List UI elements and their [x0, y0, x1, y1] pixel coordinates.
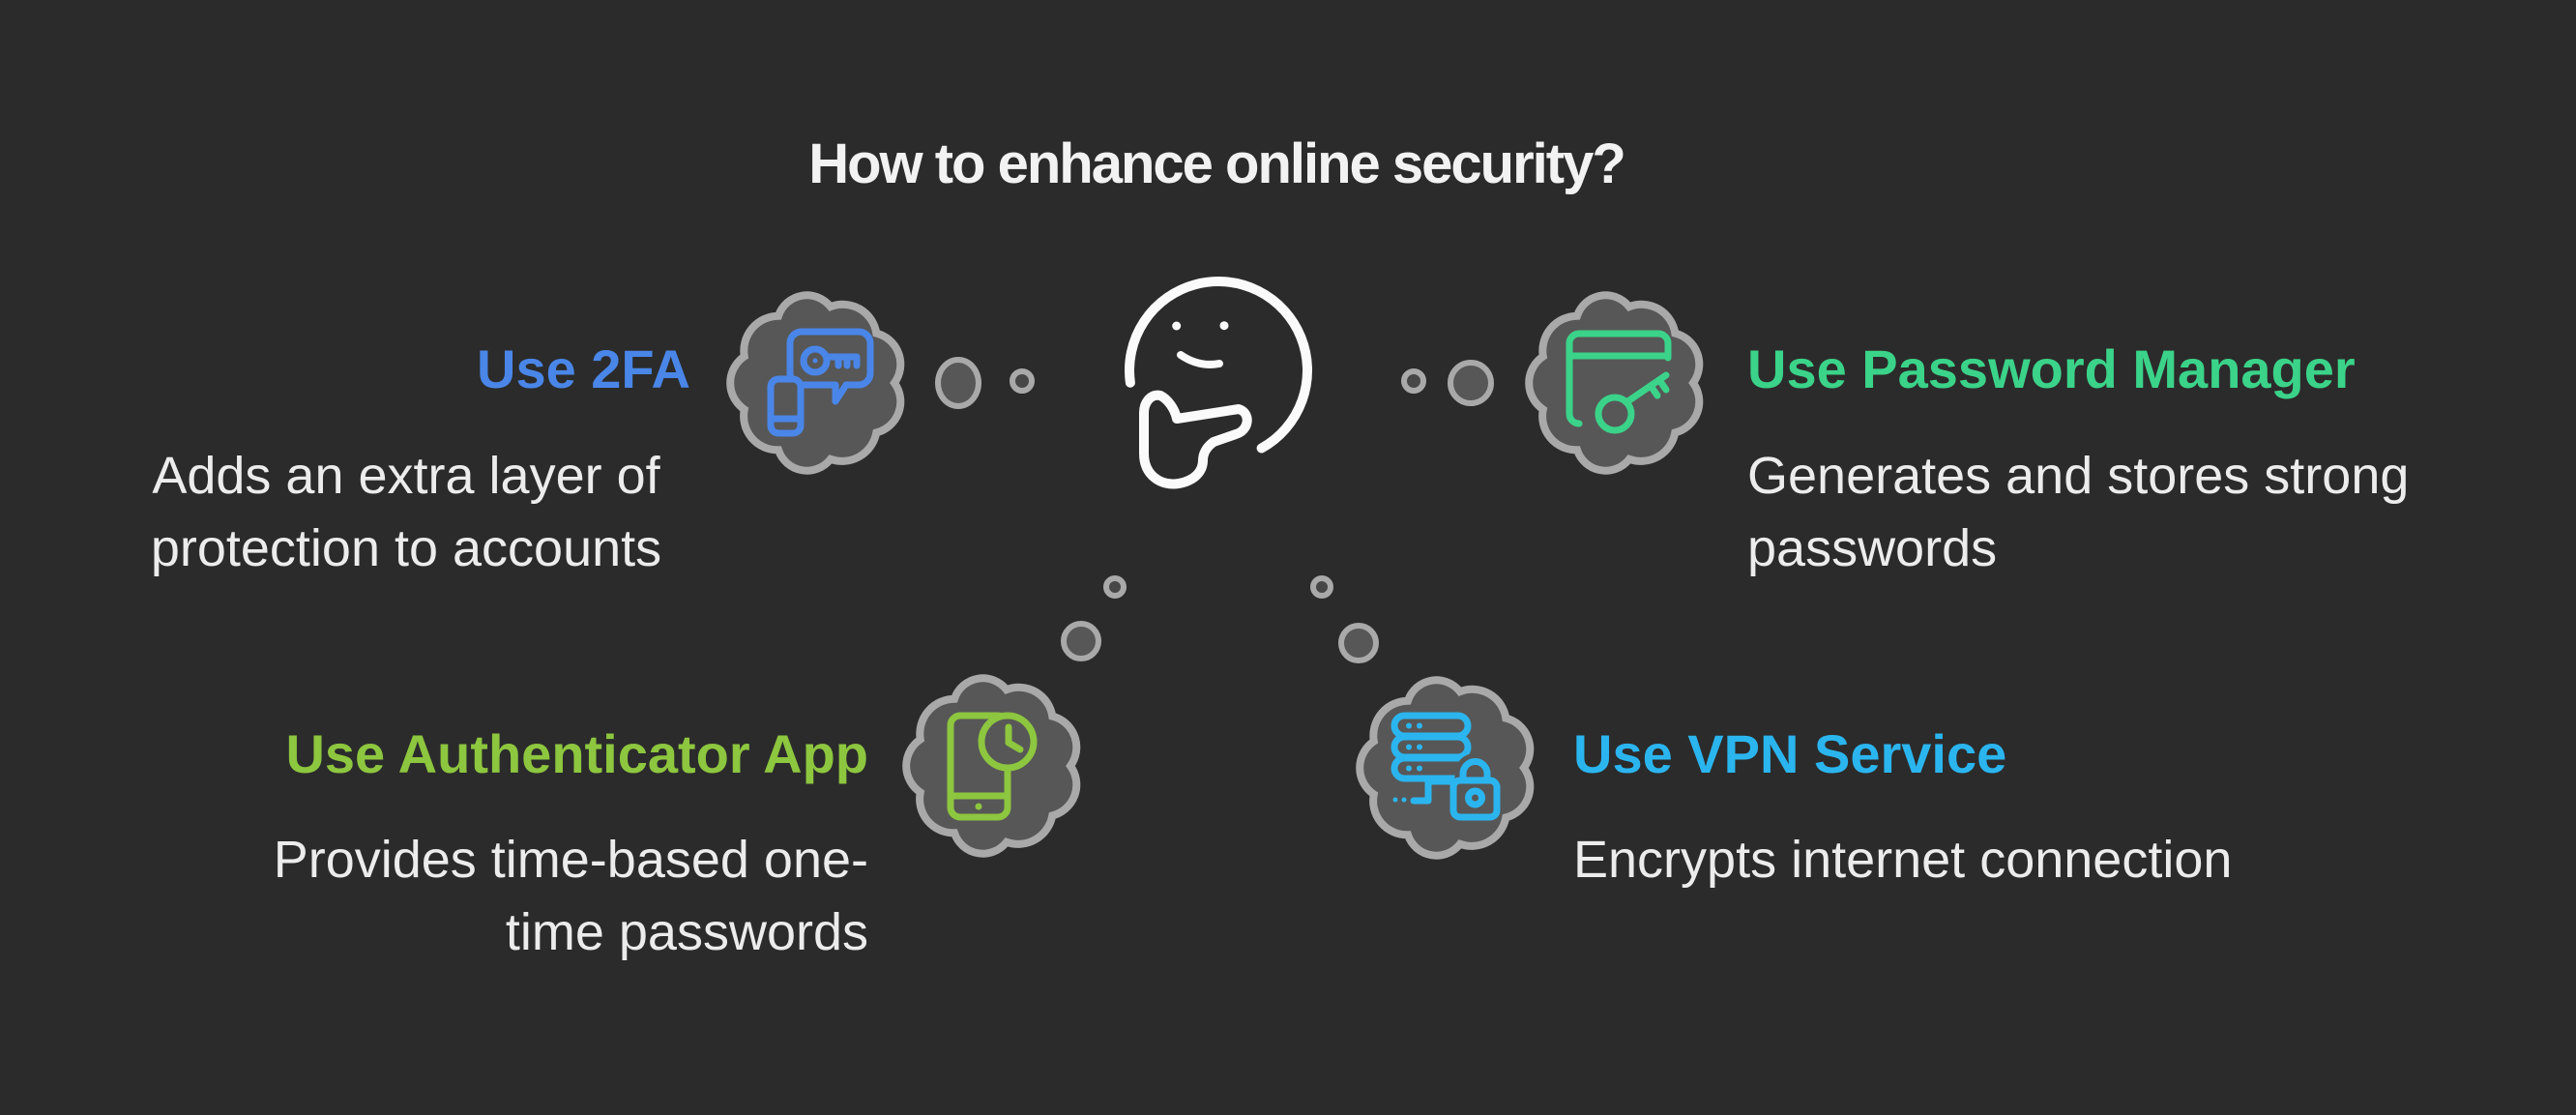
phone-message-key-icon — [767, 328, 874, 437]
item-description-password-manager: Generates and stores strong passwords — [1747, 447, 2410, 577]
thought-bubble — [1310, 575, 1333, 599]
phone-clock-icon — [947, 712, 1038, 821]
face-hand — [1139, 390, 1252, 489]
phone-home-dot — [975, 803, 982, 810]
item-description-authenticator-app: Provides time-based one- time passwords — [273, 831, 868, 961]
key-shaft — [1623, 371, 1670, 406]
thought-bubble — [1448, 360, 1494, 406]
item-label-2fa: Use 2FA — [477, 338, 690, 399]
thinking-face-icon — [1125, 277, 1312, 489]
thought-cloud-password-manager — [1509, 277, 1722, 489]
thought-bubble — [1010, 368, 1035, 394]
message-bubble — [786, 328, 874, 405]
face-eye-right — [1219, 321, 1229, 331]
thought-bubble — [1401, 368, 1426, 394]
phone-body — [767, 375, 805, 437]
notebook-key-icon — [1566, 330, 1675, 434]
face-circle — [1125, 277, 1312, 454]
thought-bubble — [935, 357, 981, 409]
key-head — [800, 345, 831, 376]
thought-bubble — [1061, 621, 1101, 661]
item-label-authenticator-app: Use Authenticator App — [285, 723, 868, 784]
server-row — [1390, 733, 1472, 761]
item-description-2fa: Adds an extra layer of protection to acc… — [150, 447, 662, 577]
face-mouth — [1177, 351, 1223, 368]
item-label-password-manager: Use Password Manager — [1747, 338, 2356, 399]
thought-cloud-2fa — [711, 277, 923, 489]
thought-cloud-authenticator-app — [887, 660, 1099, 872]
clock-hands — [1005, 723, 1024, 753]
thought-cloud-vpn-service — [1340, 661, 1553, 874]
face-eye-left — [1172, 321, 1182, 331]
thought-bubble — [1103, 575, 1127, 599]
key-shaft — [823, 353, 861, 369]
lock-shackle — [1459, 758, 1491, 784]
item-label-vpn-service: Use VPN Service — [1573, 723, 2007, 784]
lock-keyhole — [1465, 787, 1485, 808]
server-row — [1390, 712, 1472, 740]
notebook-outline — [1566, 330, 1672, 427]
thought-bubble — [1338, 623, 1379, 663]
lock-body — [1449, 777, 1501, 821]
server-lock-icon — [1390, 712, 1501, 821]
item-description-vpn-service: Encrypts internet connection — [1573, 831, 2233, 889]
page-title: How to enhance online security? — [808, 132, 1626, 195]
